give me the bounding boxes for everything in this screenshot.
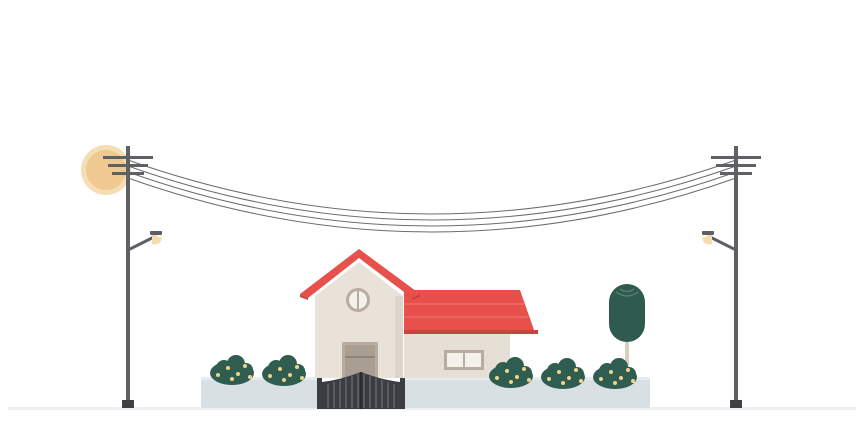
main-roof xyxy=(300,249,420,300)
power-wires xyxy=(127,159,737,233)
side-roof xyxy=(404,290,538,334)
side-window xyxy=(444,350,484,370)
gate-icon xyxy=(317,372,405,409)
round-window xyxy=(346,288,370,312)
street-lamp-icon xyxy=(127,231,162,252)
street-lamp-icon xyxy=(702,231,737,252)
shrub-icon xyxy=(210,355,254,385)
shrub-icon xyxy=(541,358,585,389)
ground-line xyxy=(8,407,856,410)
shrub-icon xyxy=(593,358,637,389)
utility-pole-icon xyxy=(103,146,153,408)
sun-icon xyxy=(81,145,131,195)
tree-icon xyxy=(609,284,645,378)
house-icon xyxy=(300,249,538,378)
utility-pole-icon xyxy=(711,146,761,408)
shrub-icon xyxy=(489,357,533,388)
shrub-icon xyxy=(262,355,306,386)
